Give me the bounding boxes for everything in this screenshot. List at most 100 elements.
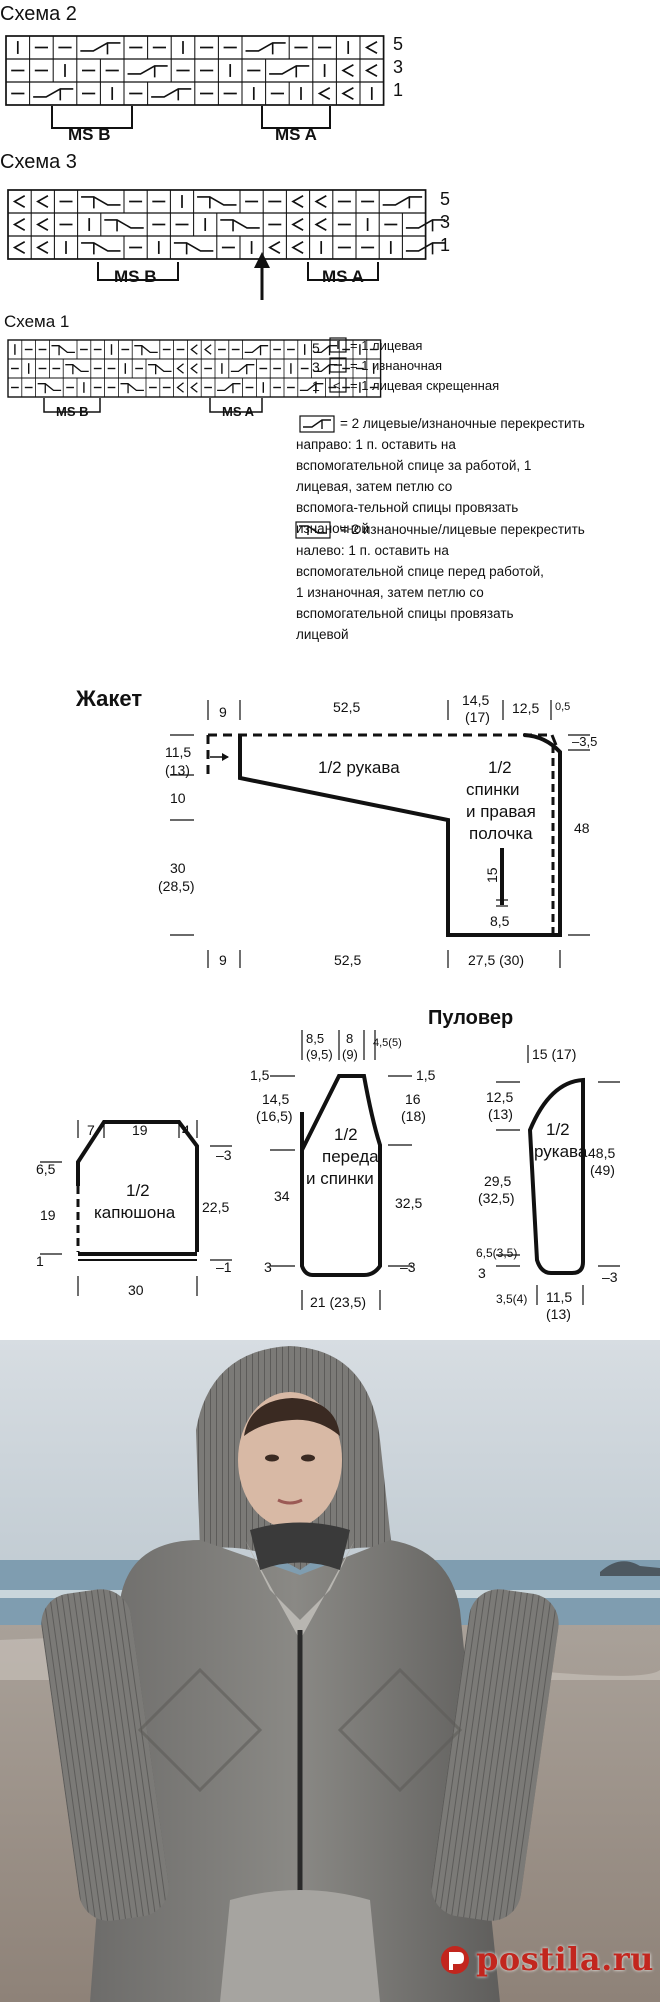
front-label-1: 1/2 (334, 1125, 358, 1144)
sleeve-dim-right-2: –3 (602, 1269, 618, 1285)
jacket-dim-left-1: 11,5 (165, 744, 191, 760)
jacket-dim-top-r3: 0,5 (555, 701, 570, 713)
sleeve-ticks (496, 1045, 620, 1305)
front-schematic (300, 1074, 382, 1277)
scheme3-label-msa: MS A (322, 267, 364, 286)
scheme2-bracket-msb (51, 106, 133, 129)
jacket-dim-left-3b: (28,5) (158, 878, 195, 894)
scheme1-row-1: 1 (312, 378, 320, 394)
front-dim-left-2: 14,5 (262, 1091, 289, 1107)
hood-dim-top-1: 7 (87, 1122, 95, 1138)
front-dim-left-2b: (16,5) (256, 1108, 293, 1124)
front-ticks (270, 1030, 412, 1310)
sleeve-dim-top: 15 (17) (532, 1046, 576, 1062)
legend-purl: = 1 изнаночная (350, 358, 442, 373)
hood-dim-right-2: 22,5 (202, 1199, 229, 1215)
front-dim-right-1: 1,5 (416, 1067, 436, 1083)
scheme1-grid (7, 339, 382, 398)
scheme3-row-1: 1 (440, 235, 450, 255)
hood-label-1: 1/2 (126, 1181, 150, 1200)
scheme2-label-msb: MS B (68, 125, 111, 144)
scheme2-label-msa: MS A (275, 125, 317, 144)
jacket-dim-right-top: –3,5 (572, 734, 597, 749)
front-dim-right-3: 32,5 (395, 1195, 422, 1211)
front-dim-left-3: 34 (274, 1188, 290, 1204)
cross-left-icon (295, 521, 331, 539)
jacket-dim-pocket-v: 15 (484, 867, 500, 883)
front-label-2: переда (322, 1147, 379, 1166)
jacket-dim-bot-mid: 52,5 (334, 952, 361, 968)
scheme3-grid (7, 189, 446, 260)
sleeve-dim-left-1: 12,5 (486, 1089, 513, 1105)
scheme2-grid (5, 35, 385, 106)
jacket-dim-left-1b: (13) (165, 762, 190, 778)
jacket-dim-bot-right: 27,5 (30) (468, 952, 524, 968)
scheme2-title: Схема 2 (0, 3, 77, 25)
front-dim-left-4: 3 (264, 1259, 272, 1275)
scheme3-title: Схема 3 (0, 151, 77, 173)
jacket-dim-left-2: 10 (170, 790, 186, 806)
jacket-schematic (206, 733, 562, 937)
scheme2-row-5: 5 (393, 34, 403, 54)
front-dim-top-1b: (9,5) (306, 1047, 333, 1062)
sleeve-dim-left-4: 3 (478, 1265, 486, 1281)
hood-schematic (76, 1120, 199, 1261)
watermark: postila.ru (476, 1940, 654, 1978)
hood-dim-bottom: 30 (128, 1282, 144, 1298)
sleeve-label-2: рукава (534, 1142, 588, 1161)
hood-dim-top-3: 4 (182, 1122, 190, 1138)
hood-dim-right-1: –3 (216, 1147, 232, 1163)
scheme1-title: Схема 1 (4, 312, 69, 331)
photo-illustration (0, 1340, 660, 2002)
scheme2-row-3: 3 (393, 57, 403, 77)
front-dim-bottom: 21 (23,5) (310, 1294, 366, 1310)
front-dim-top-3: 4,5(5) (373, 1037, 402, 1049)
hood-dim-top-2: 19 (132, 1122, 148, 1138)
scheme1-bracket-msa (209, 398, 263, 413)
sleeve-dim-right-1b: (49) (590, 1162, 615, 1178)
sleeve-dim-left-2b: (32,5) (478, 1190, 515, 1206)
jacket-title: Жакет (75, 686, 142, 711)
jacket-sleeve-label: 1/2 рукава (318, 758, 400, 777)
jacket-dim-top-r1: 14,5 (462, 692, 489, 708)
legend-twisted: = 1 лицевая скрещенная (350, 378, 499, 393)
sleeve-dim-right-1: 48,5 (588, 1145, 615, 1161)
jacket-ticks (170, 700, 590, 968)
jacket-back-label-1: 1/2 (488, 758, 512, 777)
svg-text:<: < (333, 378, 341, 393)
jacket-dim-right-h: 48 (574, 820, 590, 836)
sleeve-dim-left-5: 3,5(4) (496, 1292, 527, 1306)
hood-ticks (40, 1120, 232, 1296)
sleeve-schematic (527, 1077, 585, 1275)
scheme1-row-5: 5 (312, 340, 320, 356)
jacket-dim-top-r1b: (17) (465, 709, 490, 725)
scheme1-bracket-msb (43, 398, 101, 413)
arrow-up-icon (254, 252, 270, 300)
hood-label-2: капюшона (94, 1203, 176, 1222)
legend: = 1 лицевая = 1 изнаночная < = 1 лицевая… (295, 337, 585, 642)
jacket-dim-left-3: 30 (170, 860, 186, 876)
pullover-title: Пуловер (428, 1007, 513, 1029)
jacket-dim-top-mid: 52,5 (333, 699, 360, 715)
jacket-dim-pocket-h: 8,5 (490, 913, 510, 929)
scheme3-label-msb: MS B (114, 267, 157, 286)
hood-dim-left-1: 6,5 (36, 1161, 56, 1177)
diagrams-canvas: Схема 2 5 3 1 MS B MS A Схема 3 5 3 1 MS… (0, 3, 620, 1322)
scheme1-label-msa: MS A (222, 404, 255, 419)
hood-dim-right-3: –1 (216, 1259, 232, 1275)
front-dim-right-4: –3 (400, 1259, 416, 1275)
jacket-back-label-2: спинки (466, 780, 520, 799)
scheme2-bracket-msa (261, 106, 331, 129)
scheme1-label-msb: MS B (56, 404, 89, 419)
sleeve-dim-left-1b: (13) (488, 1106, 513, 1122)
scheme1-row-3: 3 (312, 359, 320, 375)
scheme3-bracket-msa (307, 262, 379, 281)
legend-knit: = 1 лицевая (350, 338, 422, 353)
cross-right-icon (299, 415, 335, 433)
scheme3-bracket-msb (97, 262, 179, 281)
postila-logo-icon (441, 1946, 469, 1974)
sleeve-label-1: 1/2 (546, 1120, 570, 1139)
front-dim-left-1: 1,5 (250, 1067, 270, 1083)
